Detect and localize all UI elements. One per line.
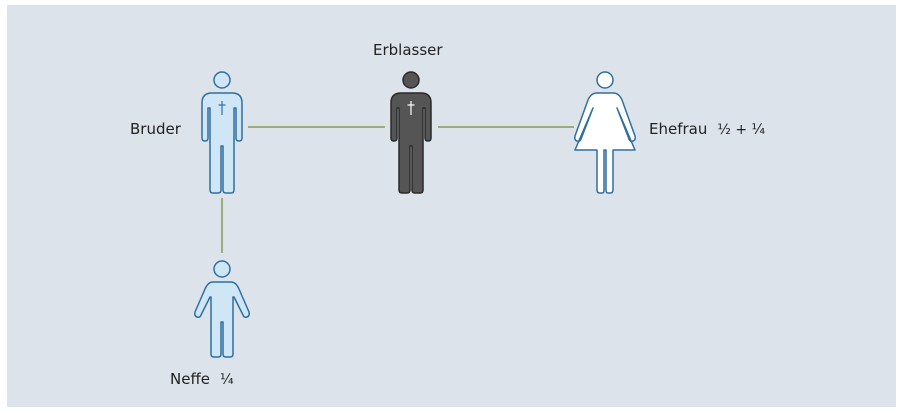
nephew-share: ¼: [220, 372, 234, 388]
wife-figure-icon: [574, 71, 636, 194]
deceased-label: Erblasser: [373, 41, 443, 59]
diagram-background: [7, 5, 896, 407]
deceased-figure-icon: [390, 71, 432, 194]
brother-label: Bruder: [130, 120, 181, 138]
nephew-label: Neffe ¼: [170, 370, 234, 388]
wife-name: Ehefrau: [649, 120, 708, 138]
brother-name: Bruder: [130, 120, 181, 138]
wife-label: Ehefrau ½ + ¼: [649, 120, 765, 138]
nephew-figure-icon: [194, 260, 250, 358]
brother-figure-icon: [201, 71, 243, 194]
deceased-name: Erblasser: [373, 41, 443, 59]
wife-share: ½ + ¼: [717, 122, 766, 138]
nephew-name: Neffe: [170, 370, 211, 388]
